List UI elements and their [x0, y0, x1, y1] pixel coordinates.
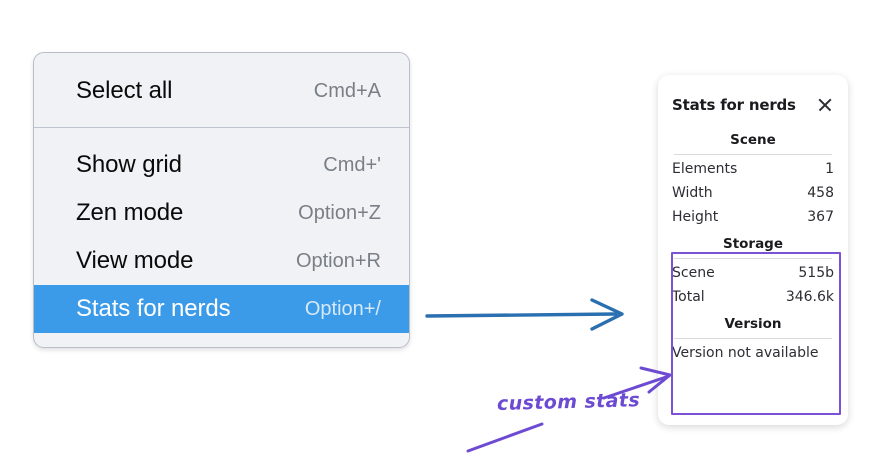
- section-divider: [674, 154, 832, 155]
- context-menu[interactable]: Select all Cmd+A Show grid Cmd+' Zen mod…: [33, 52, 410, 348]
- menu-item-shortcut: Option+Z: [298, 201, 381, 224]
- menu-item-shortcut: Option+R: [295, 249, 381, 272]
- menu-item-show-grid[interactable]: Show grid Cmd+': [34, 141, 409, 189]
- stats-panel-header: Stats for nerds: [672, 75, 834, 125]
- stats-row-storage-total: Total 346.6k: [672, 285, 834, 309]
- menu-item-stats-for-nerds[interactable]: Stats for nerds Option+/: [34, 285, 409, 333]
- menu-item-label: Show grid: [76, 151, 182, 178]
- handwritten-label-custom-stats: custom stats: [496, 389, 641, 415]
- menu-item-select-all[interactable]: Select all Cmd+A: [34, 67, 409, 115]
- menu-bottom-padding: [34, 333, 409, 347]
- menu-item-label: View mode: [76, 247, 194, 274]
- menu-item-label: Stats for nerds: [76, 295, 231, 322]
- version-not-available-text: Version not available: [672, 345, 819, 361]
- stats-for-nerds-panel: Stats for nerds Scene Elements 1 Width 4…: [658, 75, 848, 425]
- menu-group-1: Select all Cmd+A: [34, 53, 409, 127]
- callout-underline-stroke: [466, 422, 544, 453]
- section-divider: [674, 338, 832, 339]
- flow-arrow-menu-to-panel: [425, 298, 624, 331]
- stats-row-width: Width 458: [672, 181, 834, 205]
- menu-item-label: Zen mode: [76, 199, 184, 226]
- stats-row-value: 1: [825, 161, 834, 177]
- stats-row-storage-scene: Scene 515b: [672, 261, 834, 285]
- menu-item-label: Select all: [76, 77, 173, 104]
- stats-row-value: 346.6k: [785, 289, 834, 305]
- stats-panel-title: Stats for nerds: [672, 96, 796, 114]
- section-title-scene: Scene: [730, 132, 776, 148]
- menu-group-2: Show grid Cmd+' Zen mode Option+Z View m…: [34, 128, 409, 347]
- section-title-version: Version: [724, 316, 782, 332]
- menu-separator: [34, 127, 409, 128]
- menu-item-shortcut: Cmd+A: [313, 79, 381, 102]
- stats-row-key: Width: [672, 185, 713, 201]
- stats-row-value: 367: [807, 209, 834, 225]
- stats-row-height: Height 367: [672, 205, 834, 229]
- stats-row-key: Scene: [672, 265, 715, 281]
- menu-item-view-mode[interactable]: View mode Option+R: [34, 237, 409, 285]
- menu-item-zen-mode[interactable]: Zen mode Option+Z: [34, 189, 409, 237]
- stats-row-key: Elements: [672, 161, 738, 177]
- stats-row-value: 515b: [798, 265, 834, 281]
- stats-row-key: Total: [672, 289, 705, 305]
- menu-item-shortcut: Option+/: [304, 297, 381, 320]
- stats-row-key: Height: [672, 209, 719, 225]
- section-title-storage: Storage: [722, 236, 784, 252]
- stats-row-value: 458: [807, 185, 834, 201]
- stats-row-elements: Elements 1: [672, 157, 834, 181]
- section-divider: [674, 258, 832, 259]
- close-icon[interactable]: [816, 96, 834, 114]
- menu-item-shortcut: Cmd+': [323, 153, 381, 176]
